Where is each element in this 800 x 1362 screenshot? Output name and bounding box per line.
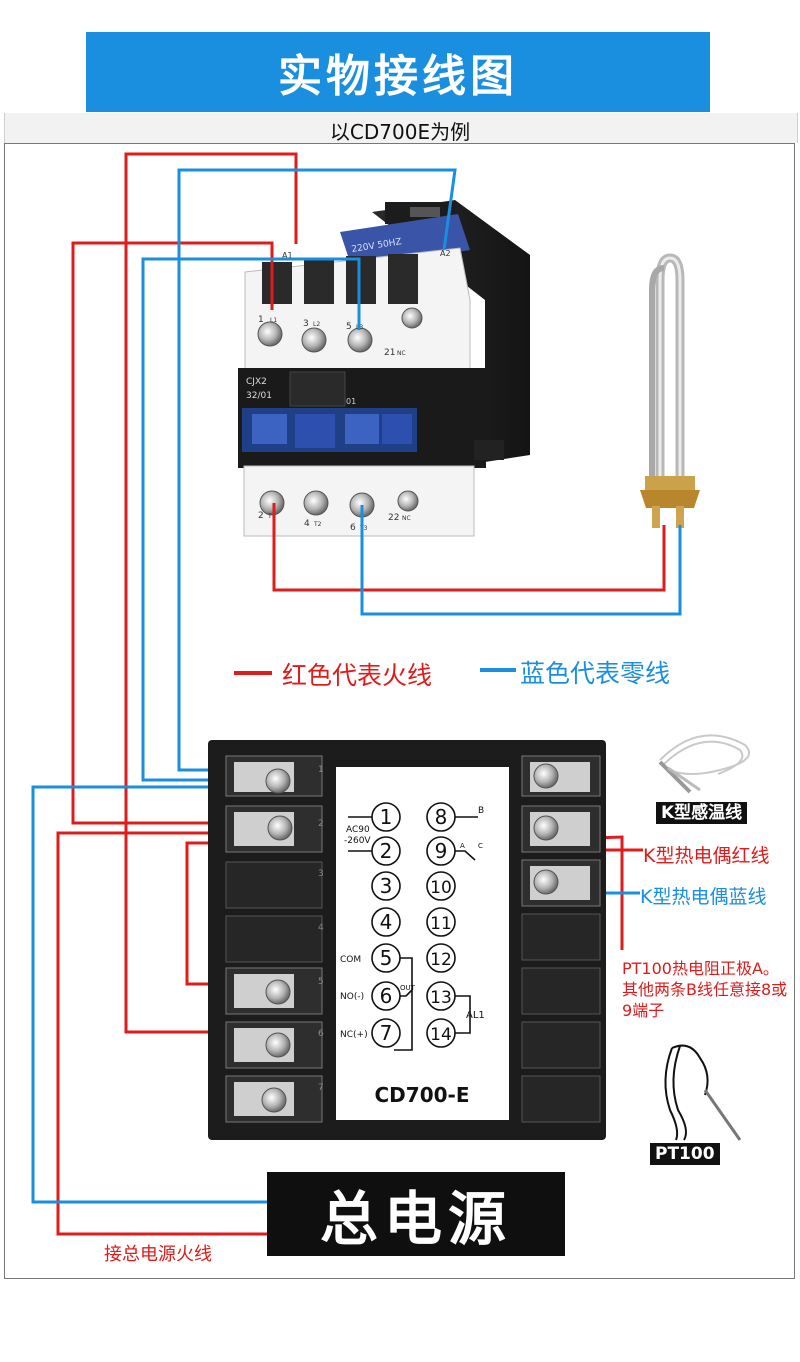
ctrl-screw-1 — [265, 768, 291, 794]
svg-text:4: 4 — [318, 923, 324, 933]
svg-text:NC: NC — [397, 350, 406, 357]
power-box: 总电源 — [267, 1172, 565, 1256]
ctrl-screw-8 — [533, 763, 559, 789]
live-wire-power — [56, 831, 270, 1236]
power-label: 总电源 — [319, 1185, 512, 1253]
k-sensor-icon — [658, 734, 751, 794]
ctrl-screw-7 — [261, 1087, 287, 1113]
ac-label-2: -260V — [344, 836, 371, 846]
controller-left-terminals — [225, 755, 323, 1123]
k-blue-label: K型热电偶蓝线 — [640, 886, 767, 908]
ctrl-num-2: 2 — [380, 839, 393, 863]
terminal-top-21: 21 — [384, 348, 395, 358]
ctrl-screw-10 — [533, 869, 559, 895]
svg-text:NC: NC — [402, 515, 411, 522]
live-wire-a1 — [124, 152, 298, 1034]
a-label: A — [460, 842, 465, 850]
terminal-bottom-22: 22 — [388, 513, 399, 523]
contactor: 220V 50HZ M5 A1 A2 1 L1 3 L2 5 L3 21 NC … — [238, 200, 530, 537]
terminal-bottom-2: 2 — [258, 511, 264, 521]
ctrl-num-1: 1 — [380, 805, 393, 829]
b-label: B — [478, 806, 484, 816]
ctrl-screw-9 — [533, 815, 559, 841]
svg-text:2: 2 — [318, 819, 324, 829]
svg-text:T2: T2 — [313, 521, 322, 528]
k-red-label: K型热电偶红线 — [643, 845, 770, 867]
ctrl-screw-2 — [267, 815, 293, 841]
neutral-wire-t3-heater — [360, 505, 682, 616]
contactor-model: CJX2 — [246, 377, 267, 387]
ctrl-num-10: 10 — [430, 878, 452, 898]
svg-text:5: 5 — [318, 977, 324, 987]
ctrl-num-11: 11 — [430, 914, 452, 934]
controller: 1 2 3 4 5 6 7 8 9 10 11 12 13 14 AC90 -2… — [208, 740, 606, 1140]
diagram-frame — [4, 143, 795, 1279]
contactor-model-code: 32/01 — [246, 391, 272, 401]
contactor-screw-3 — [301, 327, 327, 353]
contactor-screw-2 — [259, 490, 285, 516]
header-bar: 实物接线图 — [86, 32, 710, 112]
svg-text:L1: L1 — [270, 317, 277, 324]
aux-a1-label: A1 — [282, 251, 293, 260]
svg-text:1: 1 — [318, 765, 324, 775]
subtitle-band — [4, 113, 798, 143]
svg-text:T1: T1 — [267, 513, 276, 520]
live-wire-l1 — [71, 241, 274, 825]
contactor-screw-1 — [257, 321, 283, 347]
live-wire-t1-heater — [272, 503, 666, 592]
terminal-bottom-6: 6 — [350, 523, 356, 533]
svg-text:3: 3 — [318, 869, 324, 879]
ctrl-num-7: 7 — [380, 1021, 393, 1045]
no-label: NO(-) — [340, 992, 364, 1002]
contactor-side — [372, 200, 530, 462]
terminal-top-3: 3 — [303, 319, 309, 329]
ctrl-num-5: 5 — [380, 946, 393, 970]
al-label: AL1 — [466, 1010, 485, 1021]
ctrl-num-12: 12 — [430, 950, 452, 970]
contactor-screw-4 — [303, 490, 329, 516]
ctrl-num-9: 9 — [435, 839, 448, 863]
terminal-top-5: 5 — [346, 322, 352, 332]
svg-text:7: 7 — [318, 1083, 324, 1093]
pt100-icon — [664, 1044, 742, 1141]
controller-label-panel — [336, 767, 509, 1120]
page-title: 实物接线图 — [278, 51, 518, 102]
ctrl-screw-6 — [265, 1032, 291, 1058]
svg-text:L2: L2 — [313, 321, 320, 328]
terminal-bottom-4: 4 — [304, 519, 310, 529]
ctrl-num-4: 4 — [380, 910, 393, 934]
terminal-top-1: 1 — [258, 315, 264, 325]
ac-label-1: AC90 — [346, 825, 370, 835]
ctrl-screw-5 — [265, 979, 291, 1005]
contactor-screw-22 — [397, 490, 419, 512]
contactor-screw-21 — [401, 307, 423, 329]
pt100-label: PT100 — [650, 1143, 720, 1165]
svg-text:6: 6 — [318, 1029, 324, 1039]
svg-text:01: 01 — [346, 397, 356, 406]
pt100-note: PT100热电阻正极A。其他两条B线任意接8或9端子 — [622, 959, 788, 1020]
c-label: C — [478, 842, 483, 850]
ctrl-num-8: 8 — [435, 805, 448, 829]
neutral-wire-power — [31, 785, 272, 1204]
controller-right-terminals — [521, 755, 601, 1123]
neutral-wire-l3 — [141, 257, 361, 782]
out-label: OUT — [400, 984, 416, 992]
ctrl-num-13: 13 — [430, 988, 452, 1008]
heater-element-icon — [640, 253, 700, 528]
aux-a2-label: A2 — [440, 249, 451, 258]
k-sensor-label: K型感温线 — [656, 802, 748, 824]
power-live-label: 接总电源火线 — [104, 1244, 212, 1265]
ctrl-num-6: 6 — [380, 984, 393, 1008]
ctrl-num-14: 14 — [430, 1025, 452, 1045]
nc-label: NC(+) — [340, 1030, 368, 1040]
legend-blue-label: 蓝色代表零线 — [520, 659, 671, 688]
com-label: COM — [340, 955, 361, 965]
controller-model: CD700-E — [375, 1083, 470, 1107]
page-subtitle: 以CD700E为例 — [329, 120, 471, 144]
legend-red-label: 红色代表火线 — [282, 661, 433, 690]
terminal-number-circles — [348, 802, 478, 1051]
ctrl-num-3: 3 — [380, 874, 393, 898]
